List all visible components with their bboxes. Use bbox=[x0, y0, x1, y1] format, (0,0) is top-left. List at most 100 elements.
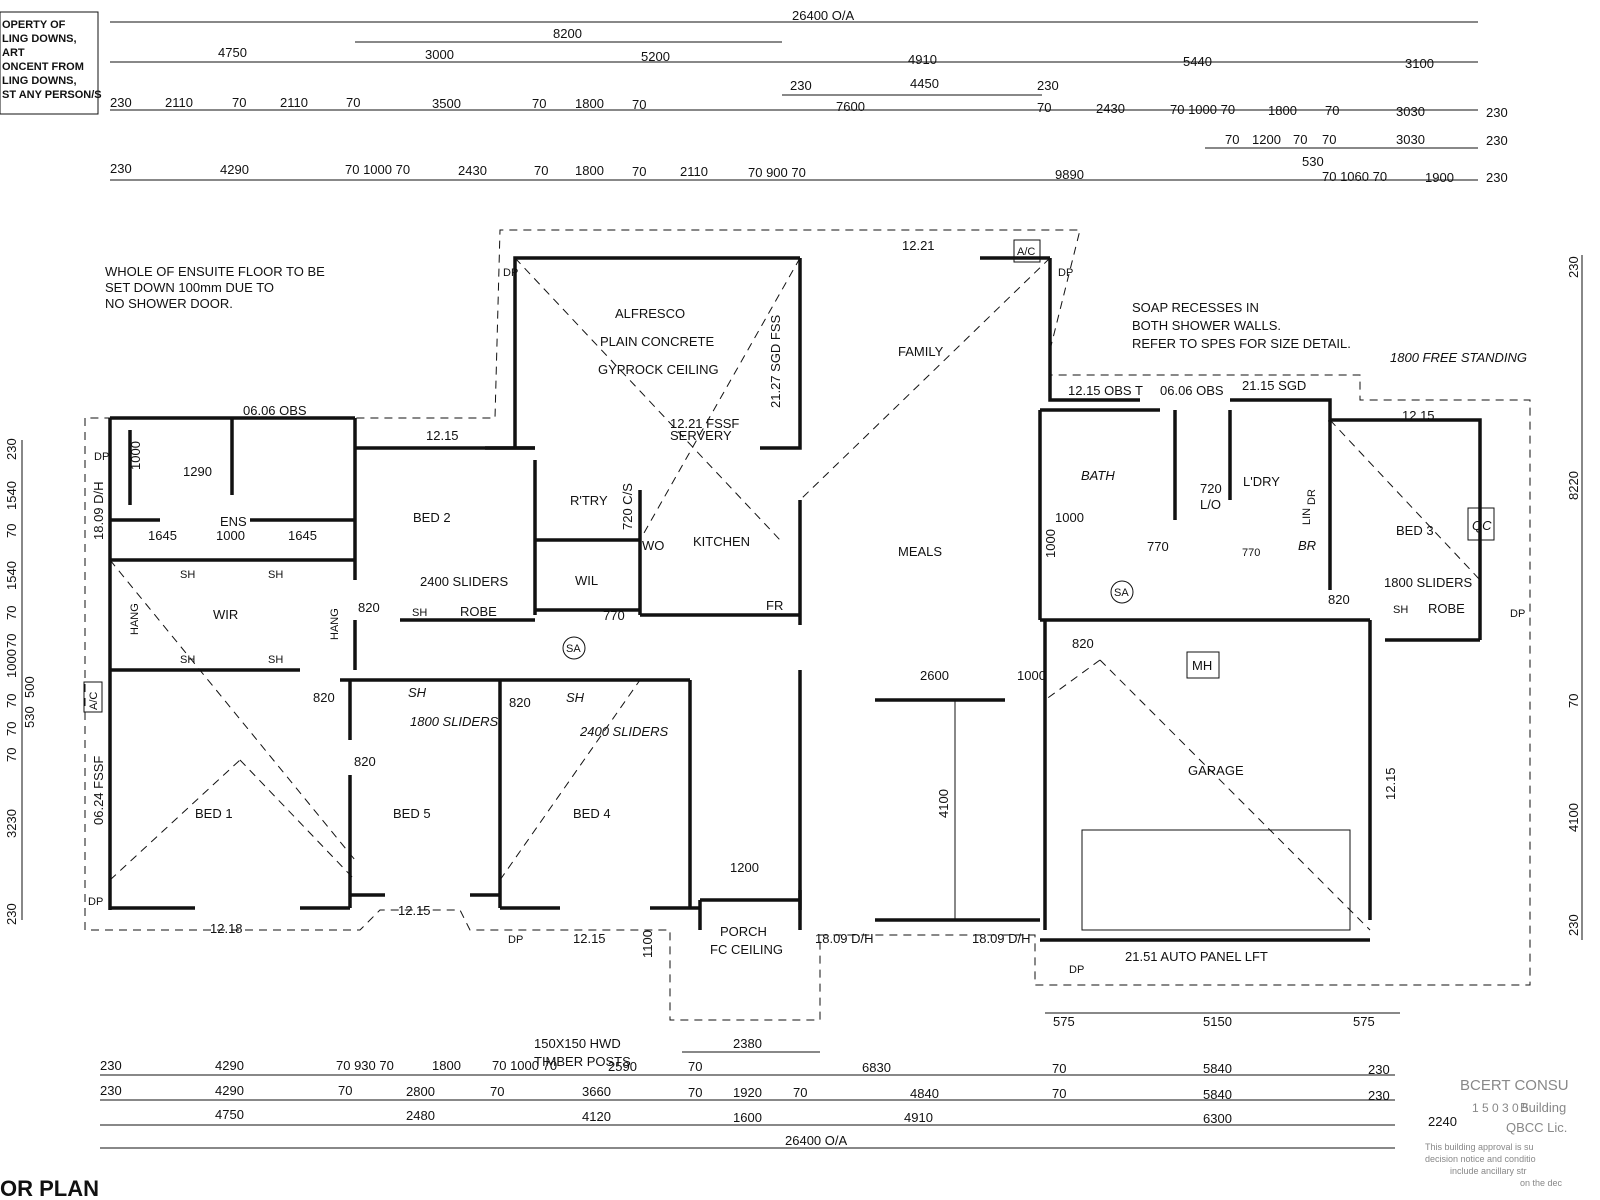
top-br-0: 7600 bbox=[836, 99, 865, 114]
bot-b-12: 230 bbox=[1368, 1088, 1390, 1103]
garage-1000: 1000 bbox=[1017, 668, 1046, 683]
qc-mark: QC bbox=[1472, 518, 1492, 533]
garage-575-b: 575 bbox=[1353, 1014, 1375, 1029]
notice-line-6: ST ANY PERSON/S bbox=[2, 89, 102, 101]
left-dim-9: 530 bbox=[22, 706, 37, 728]
bottom-dimensions bbox=[100, 1074, 1395, 1149]
top-d-9: 9890 bbox=[1055, 167, 1084, 182]
top-br-7: 230 bbox=[1486, 105, 1508, 120]
top-d-7: 2110 bbox=[680, 164, 708, 179]
top-br-5: 70 bbox=[1325, 103, 1339, 118]
stamp-line2: Building bbox=[1520, 1100, 1566, 1115]
sh-bed5: SH bbox=[408, 685, 427, 700]
top-c-0: 70 bbox=[1225, 132, 1239, 147]
garage-575-a: 575 bbox=[1053, 1014, 1075, 1029]
garage-5150: 5150 bbox=[1203, 1014, 1232, 1029]
dp-2: DP bbox=[503, 267, 518, 279]
right-dim-1: 8220 bbox=[1566, 471, 1581, 500]
left-dim-6: 1000 bbox=[4, 649, 19, 678]
top-b-2: 70 bbox=[232, 95, 246, 110]
top-a-2: 5200 bbox=[641, 49, 670, 64]
top-b-3: 2110 bbox=[280, 95, 308, 110]
bot-b-6: 70 bbox=[688, 1085, 702, 1100]
top-c-2: 70 bbox=[1293, 132, 1307, 147]
ensuite-note-3: NO SHOWER DOOR. bbox=[105, 296, 233, 311]
room-wil: WIL bbox=[575, 573, 598, 588]
bot-a-8: 70 bbox=[1052, 1061, 1066, 1076]
window-1809-dh-left: 18.09 D/H bbox=[91, 481, 106, 540]
stamp-fine-4: on the dec bbox=[1520, 1178, 1563, 1188]
sh-wir-1: SH bbox=[180, 569, 195, 581]
garage-2600: 2600 bbox=[920, 668, 949, 683]
walls bbox=[108, 256, 1482, 942]
porch-1100: 1100 bbox=[640, 930, 655, 958]
sh-wir-3: SH bbox=[180, 654, 195, 666]
top-br-1: 70 bbox=[1037, 100, 1051, 115]
posts-line-1: 150X150 HWD bbox=[534, 1036, 621, 1051]
soap-note-1: SOAP RECESSES IN bbox=[1132, 300, 1259, 315]
top-d-12: 230 bbox=[1486, 170, 1508, 185]
top-br-3: 70 1000 70 bbox=[1170, 102, 1235, 117]
top-a-5: 3100 bbox=[1405, 56, 1434, 71]
bot-a-2: 70 930 70 bbox=[336, 1058, 394, 1073]
bot-b-9: 4840 bbox=[910, 1086, 939, 1101]
top-d-6: 70 bbox=[632, 164, 646, 179]
hand-2400-sliders: 2400 SLIDERS bbox=[579, 724, 668, 739]
left-dim-12: 3230 bbox=[4, 809, 19, 838]
top-c-5: 230 bbox=[1486, 133, 1508, 148]
left-dim-5: 70 bbox=[4, 634, 19, 648]
top-a-4: 5440 bbox=[1183, 54, 1212, 69]
top-bu-2: 230 bbox=[1037, 78, 1059, 93]
room-bath: BATH bbox=[1081, 468, 1115, 483]
stamp-fine-1: This building approval is su bbox=[1425, 1142, 1534, 1152]
left-dim-1: 1540 bbox=[4, 481, 19, 510]
left-dim-7: 70 bbox=[4, 694, 19, 708]
top-a-1: 3000 bbox=[425, 47, 454, 62]
notice-line-3: ART bbox=[2, 47, 25, 59]
top-overall: 26400 O/A bbox=[792, 8, 854, 23]
dp-6: DP bbox=[508, 934, 523, 946]
dim-1645-b: 1645 bbox=[288, 528, 317, 543]
room-alfresco: ALFRESCO bbox=[615, 306, 685, 321]
room-bed2: BED 2 bbox=[413, 510, 451, 525]
top-c-1: 1200 bbox=[1252, 132, 1281, 147]
top-8200: 8200 bbox=[553, 26, 582, 41]
bot-overall: 26400 O/A bbox=[785, 1133, 847, 1148]
stamp-fine-3: include ancillary str bbox=[1450, 1166, 1527, 1176]
room-gyprock: GYPROCK CEILING bbox=[598, 362, 719, 377]
top-a-3: 4910 bbox=[908, 52, 937, 67]
sh-bed4: SH bbox=[566, 690, 585, 705]
top-br-4: 1800 bbox=[1268, 103, 1297, 118]
window-1221: 12.21 bbox=[902, 238, 935, 253]
smoke-alarm-1: SA bbox=[566, 643, 581, 655]
room-ens: ENS bbox=[220, 514, 247, 529]
room-garage: GARAGE bbox=[1188, 763, 1244, 778]
bot-b-3: 2800 bbox=[406, 1084, 435, 1099]
bot-2240: 2240 bbox=[1428, 1114, 1457, 1129]
top-b-7: 1800 bbox=[575, 96, 604, 111]
top-b-0: 230 bbox=[110, 95, 132, 110]
sliders-1800: 1800 SLIDERS bbox=[1384, 575, 1472, 590]
smoke-alarm-2: SA bbox=[1114, 587, 1129, 599]
room-porch: PORCH bbox=[720, 924, 767, 939]
left-dim-10: 70 bbox=[4, 722, 19, 736]
right-dimensions: 230 8220 70 4100 230 bbox=[1566, 255, 1583, 940]
top-c-530: 530 bbox=[1302, 154, 1324, 169]
top-d-4: 70 bbox=[534, 163, 548, 178]
top-d-2: 70 1000 70 bbox=[345, 162, 410, 177]
top-b-8: 70 bbox=[632, 97, 646, 112]
window-1215-bed5: 12.15 bbox=[398, 903, 431, 918]
room-wo: WO bbox=[642, 538, 664, 553]
soap-note-2: BOTH SHOWER WALLS. bbox=[1132, 318, 1281, 333]
right-dim-4: 230 bbox=[1566, 914, 1581, 936]
bot-a-4: 70 1000 70 bbox=[492, 1058, 557, 1073]
bot-b-4: 70 bbox=[490, 1084, 504, 1099]
annotations: WHOLE OF ENSUITE FLOOR TO BE SET DOWN 10… bbox=[83, 238, 1527, 1069]
hand-1800-sliders: 1800 SLIDERS bbox=[410, 714, 498, 729]
room-plain-concrete: PLAIN CONCRETE bbox=[600, 334, 714, 349]
dim-1000-ens: 1000 bbox=[128, 441, 143, 470]
right-dim-2: 70 bbox=[1566, 694, 1581, 708]
bottom-dimension-labels: 230 4290 70 930 70 1800 70 1000 70 2590 … bbox=[100, 1058, 1457, 1148]
top-d-11: 1900 bbox=[1425, 170, 1454, 185]
top-b-6: 70 bbox=[532, 96, 546, 111]
